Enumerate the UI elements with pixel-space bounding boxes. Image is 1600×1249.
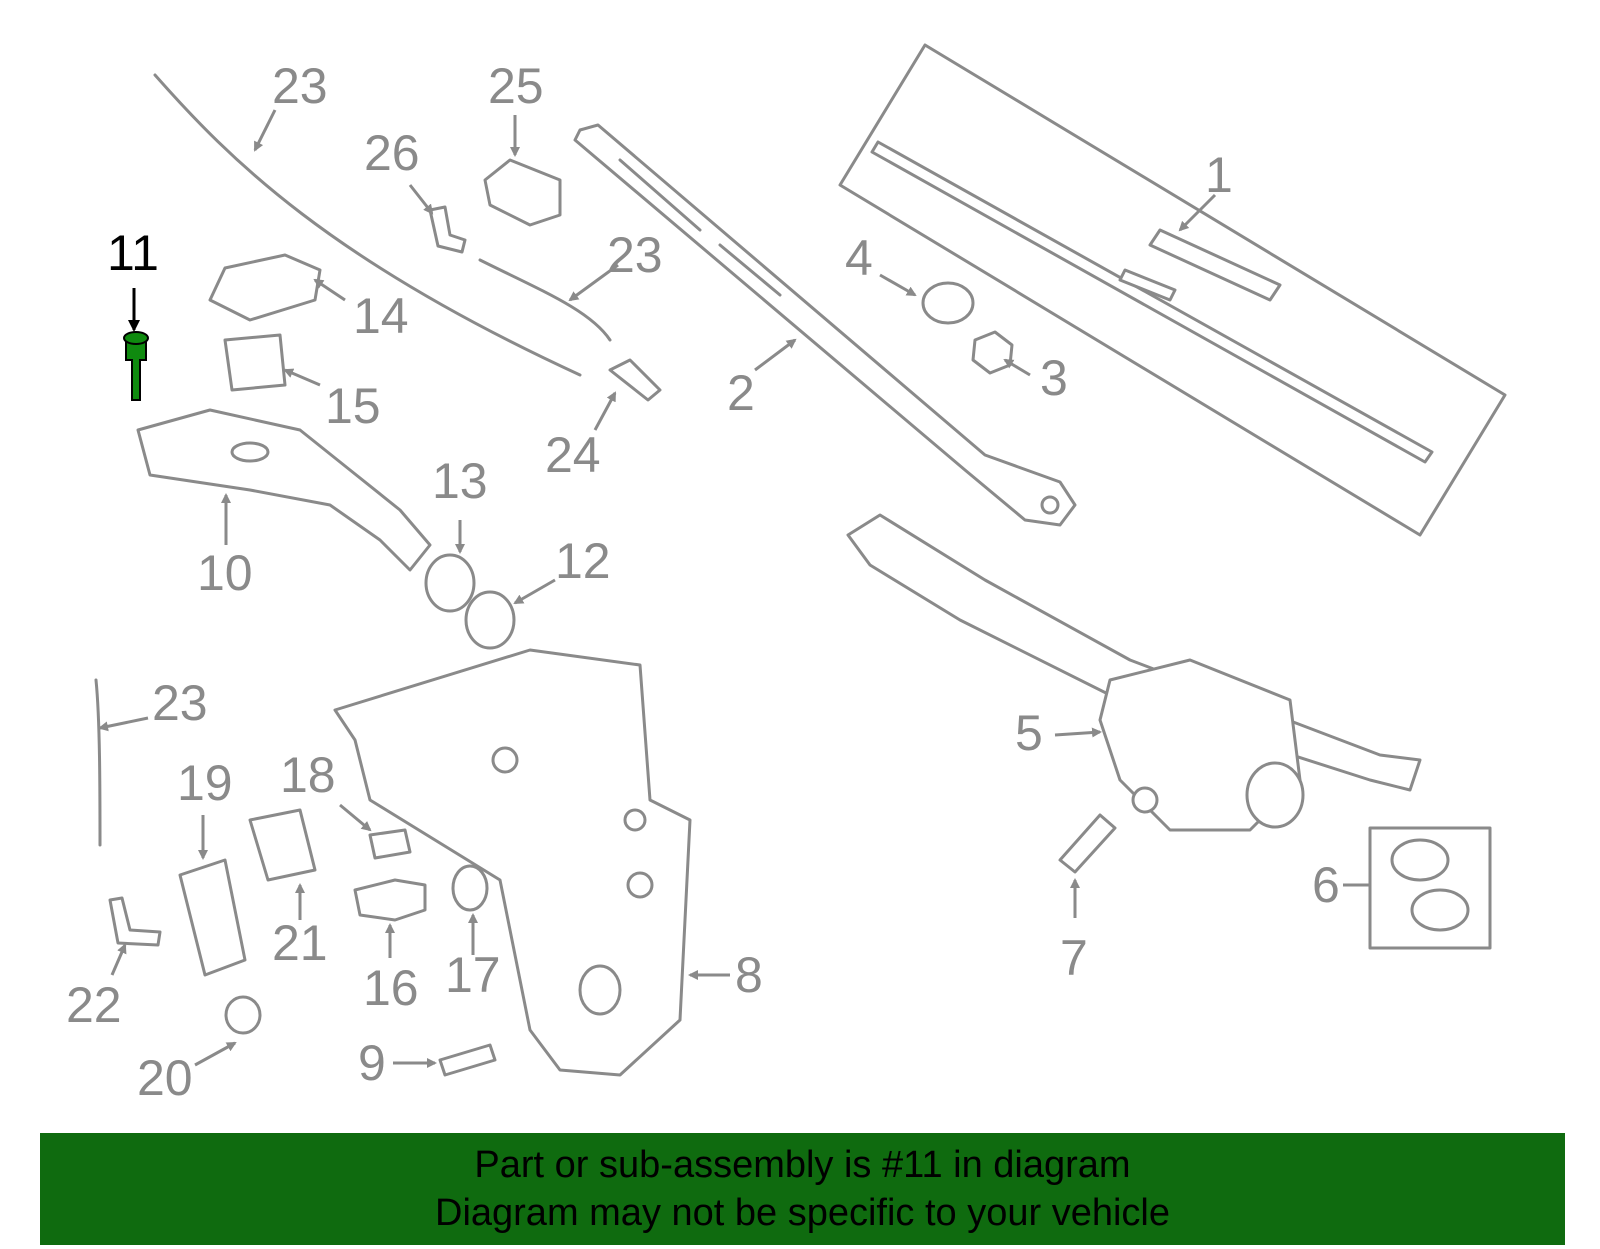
sleeve-21-part xyxy=(248,808,317,882)
wiper-blade-part xyxy=(838,43,1507,537)
filler-neck-part xyxy=(136,408,432,572)
callout-22: 22 xyxy=(66,977,122,1033)
banner-line-disclaimer: Diagram may not be specific to your vehi… xyxy=(435,1192,1170,1234)
callout-18: 18 xyxy=(280,747,336,803)
bolt-7-part xyxy=(1058,813,1117,874)
callout-23-mid: 23 xyxy=(607,227,663,283)
sensor-part xyxy=(353,878,427,922)
nozzle-25-part xyxy=(483,158,562,227)
callout-8: 8 xyxy=(735,947,763,1003)
bolt-9-part xyxy=(438,1043,497,1077)
callout-16: 16 xyxy=(363,960,419,1016)
callout-25: 25 xyxy=(488,58,544,114)
callout-11: 11 xyxy=(107,225,159,281)
elbow-22-part xyxy=(108,896,162,947)
grommet-20-part xyxy=(224,995,262,1035)
callout-24: 24 xyxy=(545,427,601,483)
callout-23-top: 23 xyxy=(272,58,328,114)
wiper-arm-part xyxy=(573,123,1077,527)
bolt-11-part xyxy=(123,331,149,401)
info-banner: Part or sub-assembly is #11 in diagram D… xyxy=(40,1133,1565,1245)
wiper-linkage-part xyxy=(846,513,1422,832)
filler-cap-part xyxy=(208,253,322,322)
callout-10: 10 xyxy=(197,545,253,601)
plug-18-part xyxy=(368,828,412,860)
parts-diagram: 1 2 3 4 5 6 7 8 9 10 11 12 13 14 15 16 1… xyxy=(66,43,1507,1106)
seal-12-part xyxy=(464,590,516,650)
elbow-26-part xyxy=(428,205,467,254)
leader-lines xyxy=(98,109,1370,1068)
grommet-set-part xyxy=(1368,826,1492,950)
seal-13-part xyxy=(424,553,476,613)
callout-23-left: 23 xyxy=(152,675,208,731)
banner-line-part-number: Part or sub-assembly is #11 in diagram xyxy=(474,1144,1131,1186)
callout-20: 20 xyxy=(137,1050,193,1106)
callout-2: 2 xyxy=(727,365,755,421)
callout-12: 12 xyxy=(555,533,611,589)
callout-15: 15 xyxy=(325,378,381,434)
callout-5: 5 xyxy=(1015,705,1043,761)
grommet-17-part xyxy=(451,864,489,912)
callout-13: 13 xyxy=(432,453,488,509)
sleeve-part xyxy=(223,333,287,392)
callout-9: 9 xyxy=(358,1035,386,1091)
cap-part xyxy=(921,281,975,325)
washer-pump-part xyxy=(178,858,247,977)
callout-7: 7 xyxy=(1060,930,1088,986)
nut-part xyxy=(971,330,1014,375)
callout-17: 17 xyxy=(445,947,501,1003)
hose-23c-part xyxy=(94,678,102,847)
callout-26: 26 xyxy=(364,125,420,181)
hose-23-part xyxy=(153,73,582,377)
callout-3: 3 xyxy=(1040,350,1068,406)
hose-23b-part xyxy=(478,258,612,342)
callout-6: 6 xyxy=(1312,857,1340,913)
washer-reservoir-part xyxy=(333,648,692,1077)
connector-24-part xyxy=(608,358,662,402)
callout-14: 14 xyxy=(353,288,409,344)
callout-21: 21 xyxy=(272,915,328,971)
callout-1: 1 xyxy=(1205,147,1233,203)
callout-19: 19 xyxy=(177,755,233,811)
callout-4: 4 xyxy=(845,230,873,286)
callout-labels: 1 2 3 4 5 6 7 8 9 10 11 12 13 14 15 16 1… xyxy=(66,58,1340,1106)
